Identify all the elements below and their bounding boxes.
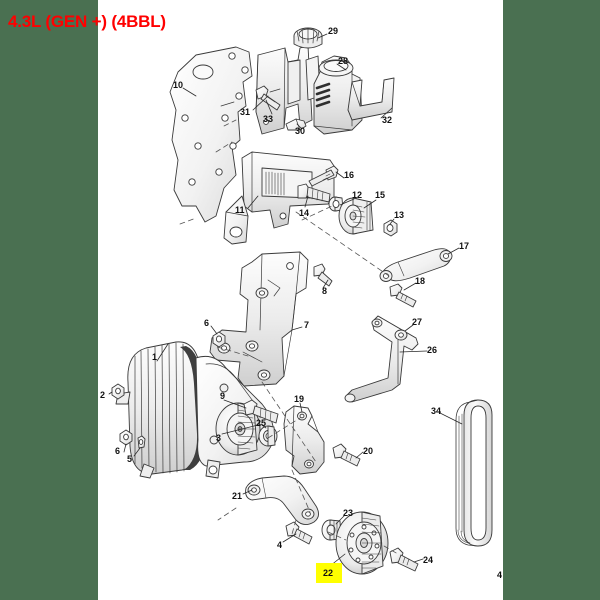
callout-25[interactable]: 25: [256, 418, 267, 428]
callout-2[interactable]: 2: [100, 390, 106, 400]
callout-6a[interactable]: 6: [115, 446, 121, 456]
callout-26[interactable]: 26: [427, 345, 438, 355]
page-title: 4.3L (GEN +) (4BBL): [8, 12, 166, 31]
callout-22-highlighted[interactable]: 22: [316, 563, 343, 583]
callout-clipped-right[interactable]: 4: [497, 570, 503, 580]
callout-21[interactable]: 21: [232, 491, 243, 501]
callout-11[interactable]: 11: [235, 205, 245, 215]
callout-19[interactable]: 19: [294, 394, 305, 404]
callout-30[interactable]: 30: [295, 126, 306, 136]
callout-5[interactable]: 5: [127, 454, 133, 464]
callout-31[interactable]: 31: [240, 107, 251, 117]
callout-32[interactable]: 32: [382, 115, 393, 125]
title-backdrop: [98, 0, 208, 46]
callout-14[interactable]: 14: [299, 208, 310, 218]
callout-3[interactable]: 3: [216, 433, 222, 443]
callout-18[interactable]: 18: [415, 276, 426, 286]
callout-16[interactable]: 16: [344, 170, 355, 180]
callout-12[interactable]: 12: [352, 190, 363, 200]
callout-23[interactable]: 23: [343, 508, 354, 518]
callout-27[interactable]: 27: [412, 317, 423, 327]
callout-33[interactable]: 33: [263, 114, 274, 124]
callout-13[interactable]: 13: [394, 210, 405, 220]
callout-7[interactable]: 7: [304, 320, 310, 330]
callout-15[interactable]: 15: [375, 190, 386, 200]
callout-20[interactable]: 20: [363, 446, 374, 456]
callout-24[interactable]: 24: [423, 555, 434, 565]
callout-34[interactable]: 34: [431, 406, 442, 416]
callout-9[interactable]: 9: [220, 391, 226, 401]
callout-6b[interactable]: 6: [204, 318, 210, 328]
callout-1[interactable]: 1: [152, 352, 158, 362]
right-margin-band: [503, 0, 600, 600]
callout-10[interactable]: 10: [173, 80, 184, 90]
callout-29[interactable]: 29: [328, 26, 339, 36]
callout-28[interactable]: 28: [338, 56, 349, 66]
callout-8[interactable]: 8: [322, 286, 328, 296]
callout-4[interactable]: 4: [277, 540, 283, 550]
callout-17[interactable]: 17: [459, 241, 470, 251]
left-margin-band: [0, 0, 98, 600]
